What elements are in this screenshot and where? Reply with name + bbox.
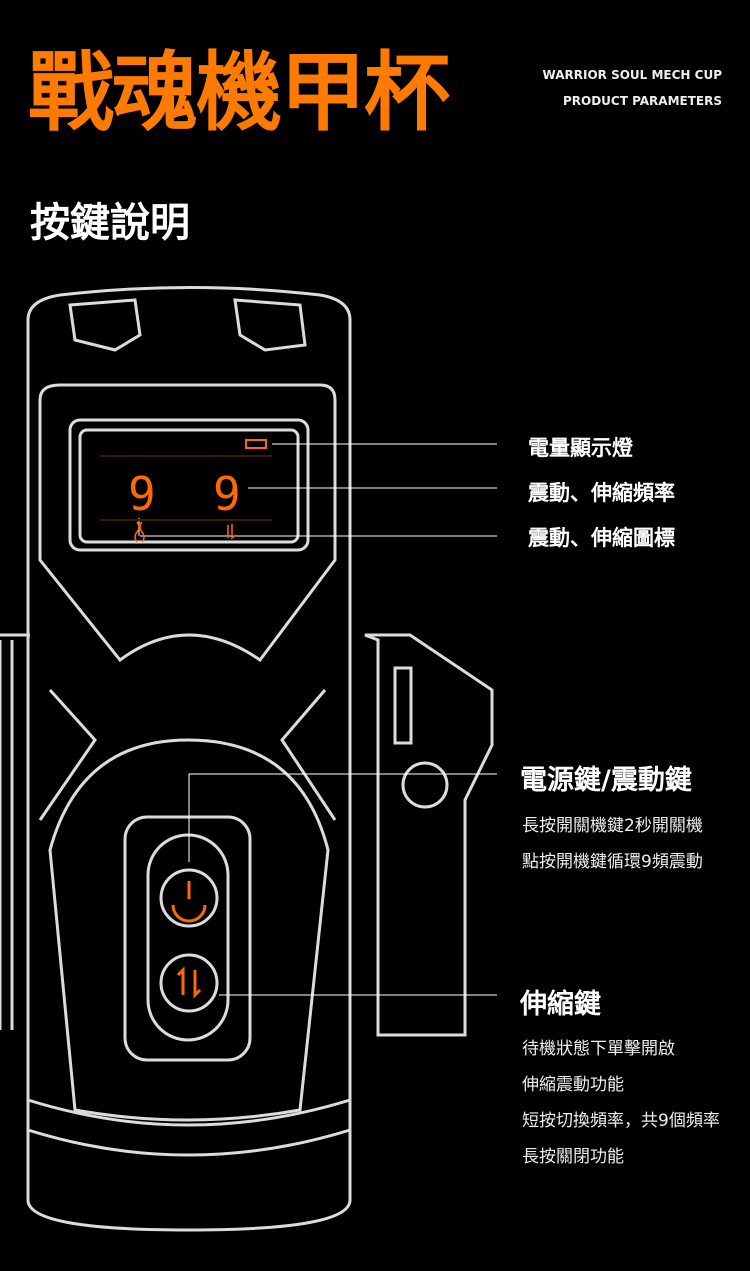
- power-desc-2: 點按開機鍵循環9頻震動: [522, 852, 703, 872]
- stretch-desc-2: 伸縮震動功能: [522, 1075, 624, 1095]
- stretch-desc-3: 短按切換頻率，共9個頻率: [522, 1111, 720, 1131]
- english-subtitle: PRODUCT PARAMETERS: [562, 94, 722, 108]
- stretch-desc-1: 待機狀態下單擊開啟: [522, 1039, 675, 1059]
- icons-callout: 震動、伸縮圖標: [528, 526, 675, 550]
- vibration-icon: [134, 521, 145, 543]
- right-digit: 9: [213, 467, 241, 521]
- section-title: 按鍵說明: [30, 200, 190, 246]
- stretch-key-title: 伸縮鍵: [520, 989, 601, 1020]
- page-title: 戰魂機甲杯: [28, 43, 450, 143]
- stretch-small-icon: [227, 524, 237, 540]
- power-key-title: 電源鍵/震動鍵: [520, 765, 692, 796]
- stretch-desc-4: 長按關閉功能: [522, 1147, 624, 1167]
- english-title: WARRIOR SOUL MECH CUP: [542, 68, 722, 82]
- battery-icon: [245, 439, 267, 449]
- left-digit: 9: [128, 467, 156, 521]
- power-icon: [171, 904, 207, 923]
- power-desc-1: 長按開關機鍵2秒開關機: [522, 816, 703, 836]
- stretch-icon: [176, 966, 202, 999]
- battery-callout: 電量顯示燈: [528, 436, 633, 460]
- frequency-callout: 震動、伸縮頻率: [528, 481, 675, 505]
